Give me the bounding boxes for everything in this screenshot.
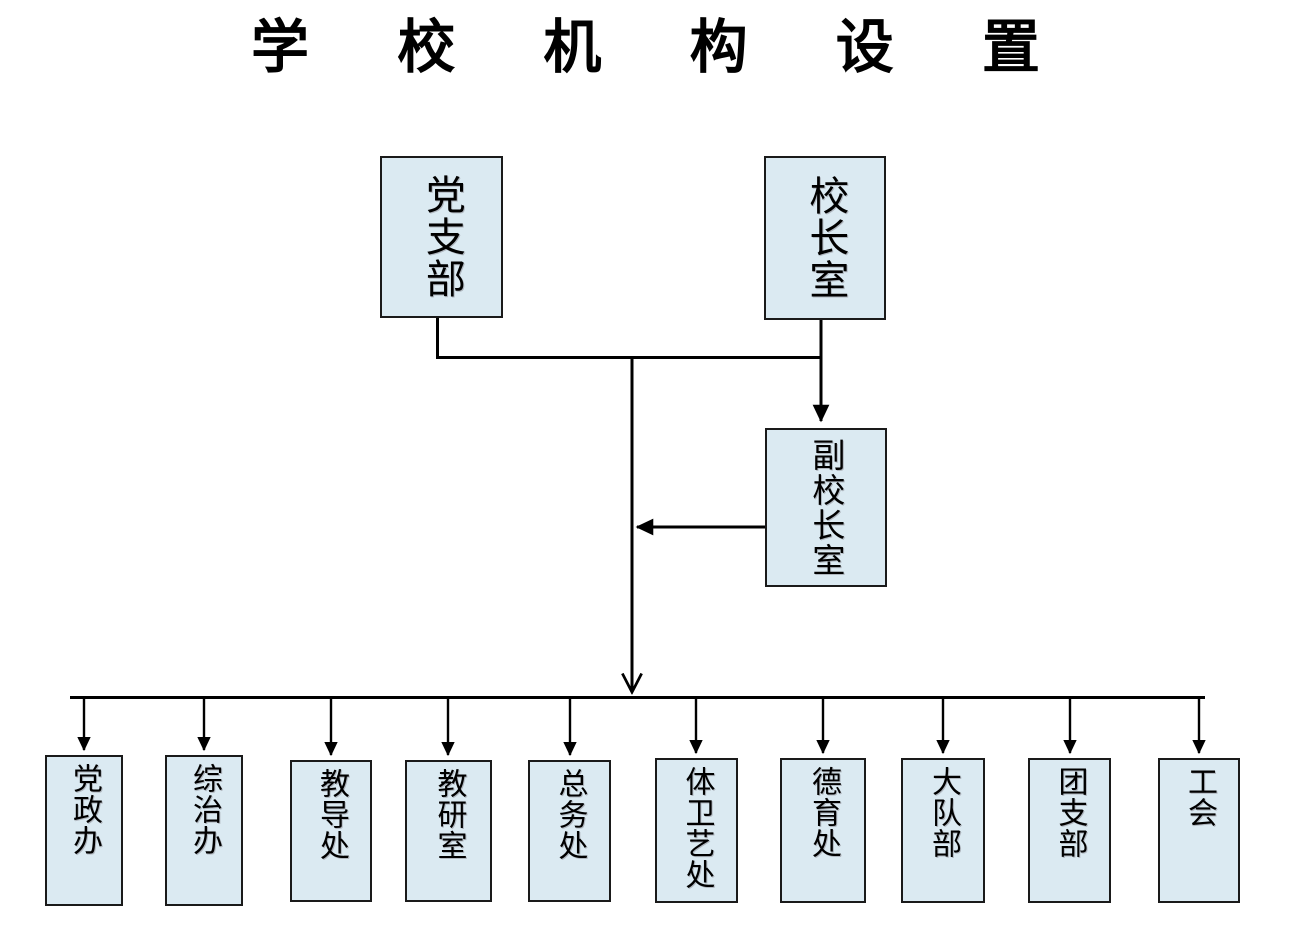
node-general-affairs-office-label: 总务处 <box>552 768 588 861</box>
edge-party-branch-to-trunk <box>436 318 821 359</box>
node-principal-office-label: 校长室 <box>802 175 849 301</box>
node-vice-principal-office[interactable]: 副校长室 <box>765 428 887 587</box>
node-general-affairs-office[interactable]: 总务处 <box>528 760 611 902</box>
node-pe-health-arts-office-label: 体卫艺处 <box>679 766 715 890</box>
node-teaching-guidance-office-label: 教导处 <box>314 768 349 861</box>
node-party-branch[interactable]: 党支部 <box>380 156 503 318</box>
node-pe-health-arts-office[interactable]: 体卫艺处 <box>655 758 738 903</box>
node-party-admin-office[interactable]: 党政办 <box>45 755 123 906</box>
node-youth-league-branch[interactable]: 团支部 <box>1028 758 1111 903</box>
node-labor-union[interactable]: 工会 <box>1158 758 1240 903</box>
node-labor-union-label: 工会 <box>1182 766 1217 828</box>
node-brigade-department-label: 大队部 <box>926 766 961 859</box>
node-teaching-research-office[interactable]: 教研室 <box>405 760 492 902</box>
node-party-admin-office-label: 党政办 <box>67 763 102 856</box>
node-brigade-department[interactable]: 大队部 <box>901 758 985 903</box>
node-comprehensive-governance-office-label: 综治办 <box>187 763 222 856</box>
node-vice-principal-office-label: 副校长室 <box>806 437 846 578</box>
node-moral-education-office[interactable]: 德育处 <box>780 758 866 903</box>
page-title: 学 校 机 构 设 置 <box>251 13 1074 81</box>
node-youth-league-branch-label: 团支部 <box>1052 766 1088 859</box>
node-principal-office[interactable]: 校长室 <box>764 156 886 320</box>
node-moral-education-office-label: 德育处 <box>806 766 841 859</box>
node-teaching-guidance-office[interactable]: 教导处 <box>290 760 372 902</box>
node-party-branch-label: 党支部 <box>418 174 465 300</box>
node-comprehensive-governance-office[interactable]: 综治办 <box>165 755 243 906</box>
node-teaching-research-office-label: 教研室 <box>431 768 467 861</box>
